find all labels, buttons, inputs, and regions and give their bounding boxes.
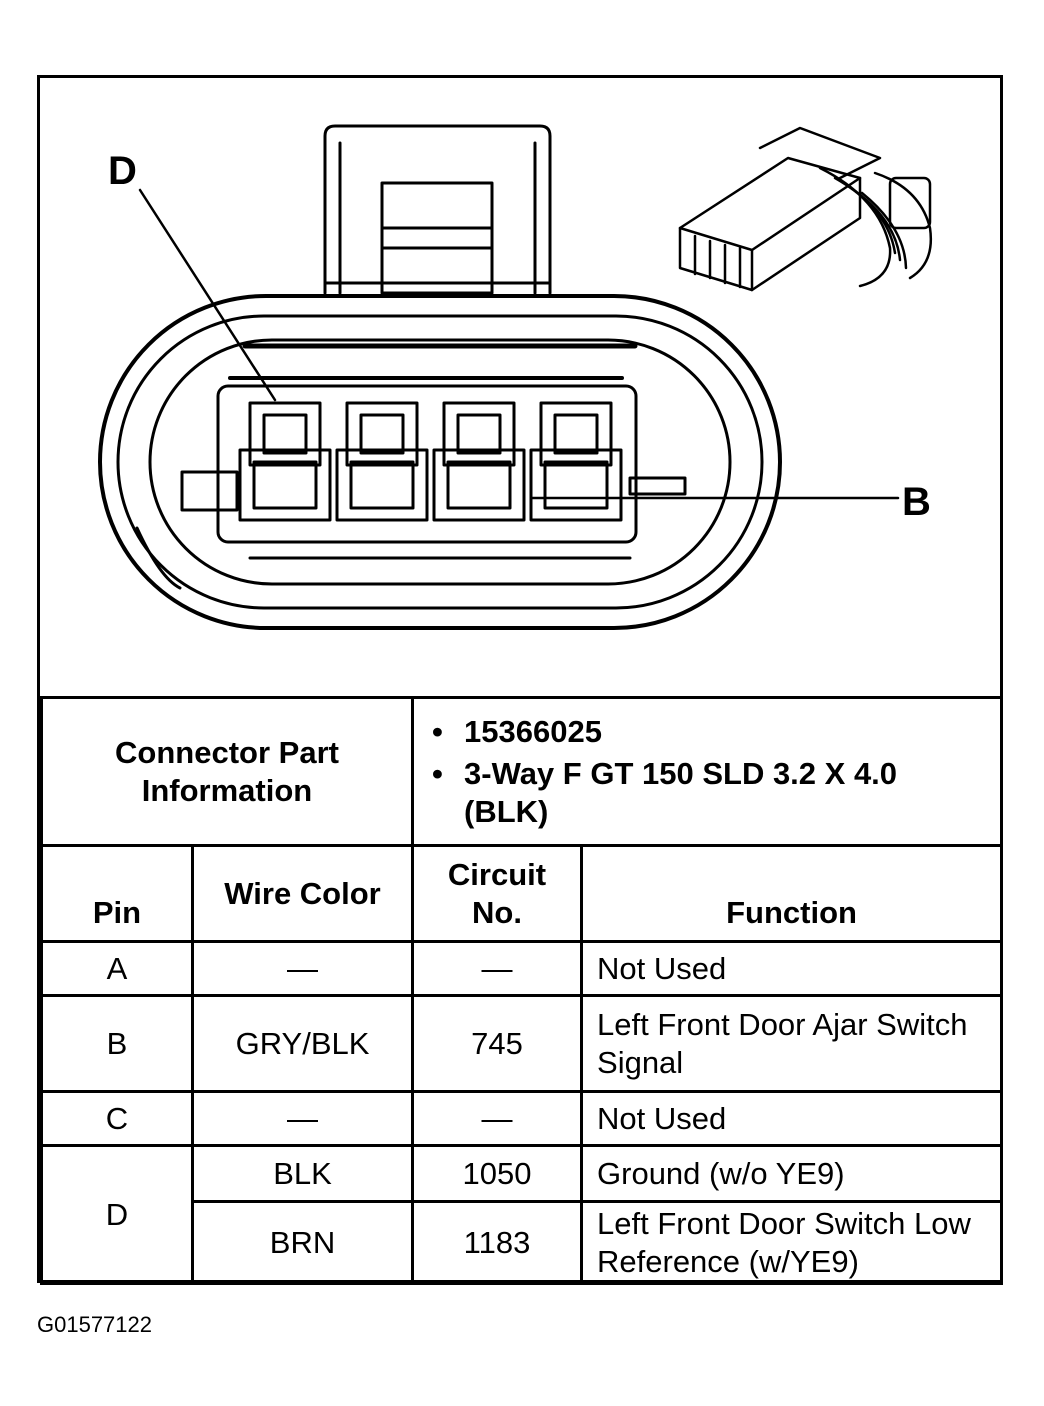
function-cell: Ground (w/o YE9) — [580, 1144, 1004, 1203]
wire-color-cell: — — [190, 1090, 415, 1147]
part-number: 15366025 — [428, 713, 986, 751]
diagram-frame: D B Connector Part Information 15366025 … — [37, 75, 1004, 1285]
circuit-cell: — — [411, 1090, 584, 1147]
function-cell: Left Front Door Ajar Switch Signal — [580, 994, 1004, 1093]
housing-inner-shell — [116, 314, 764, 610]
function-cell: Not Used — [580, 940, 1004, 997]
lower-cavities — [238, 448, 623, 522]
housing-outer-shell — [98, 294, 782, 630]
connector-part-info-label: Connector Part Information — [39, 696, 415, 847]
wire-color-cell: BLK — [190, 1144, 415, 1203]
col-header-pin: Pin — [40, 844, 194, 943]
pin-cell: B — [40, 994, 194, 1093]
latch-tab — [323, 124, 552, 295]
connector-pinout-table: Connector Part Information 15366025 3-Wa… — [39, 696, 1004, 1285]
table-row: BRN 1183 Left Front Door Switch Low Refe… — [42, 1200, 1004, 1285]
pin-cell: D — [40, 1144, 194, 1285]
col-header-circuit-no: Circuit No. — [411, 844, 584, 943]
connector-face-drawing — [98, 124, 933, 630]
connector-description: 3-Way F GT 150 SLD 3.2 X 4.0 (BLK) — [428, 755, 986, 831]
connector-isometric-view — [678, 126, 933, 292]
wire-color-cell: GRY/BLK — [190, 994, 415, 1093]
seal-ring — [148, 338, 732, 586]
pin-d-leader — [138, 188, 277, 402]
circuit-cell: 1183 — [411, 1200, 584, 1285]
connector-part-info-values: 15366025 3-Way F GT 150 SLD 3.2 X 4.0 (B… — [411, 696, 1004, 847]
table-row: B GRY/BLK 745 Left Front Door Ajar Switc… — [40, 994, 1004, 1093]
connector-part-info-row: Connector Part Information 15366025 3-Wa… — [39, 696, 1004, 847]
upper-cavities — [248, 401, 613, 467]
callout-b: B — [902, 480, 931, 524]
pin-cell: C — [40, 1090, 194, 1147]
table-row: A — — Not Used — [40, 940, 1004, 997]
function-cell: Left Front Door Switch Low Reference (w/… — [580, 1200, 1004, 1285]
circuit-cell: 745 — [411, 994, 584, 1093]
column-header-row: Pin Wire Color Circuit No. Function — [40, 844, 1004, 943]
figure-id: G01577122 — [37, 1312, 152, 1337]
pin-cell: A — [40, 940, 194, 997]
circuit-cell: — — [411, 940, 584, 997]
function-cell: Not Used — [580, 1090, 1004, 1147]
col-header-function: Function — [580, 844, 1004, 943]
wire-color-cell: — — [190, 940, 415, 997]
wire-color-cell: BRN — [190, 1200, 415, 1285]
table-row: C — — Not Used — [40, 1090, 1004, 1147]
circuit-cell: 1050 — [411, 1144, 584, 1203]
callout-d: D — [108, 149, 137, 193]
table-row: D BLK 1050 Ground (w/o YE9) — [40, 1144, 1004, 1285]
col-header-wire-color: Wire Color — [190, 844, 415, 943]
terminal-cavity-block — [180, 376, 687, 544]
